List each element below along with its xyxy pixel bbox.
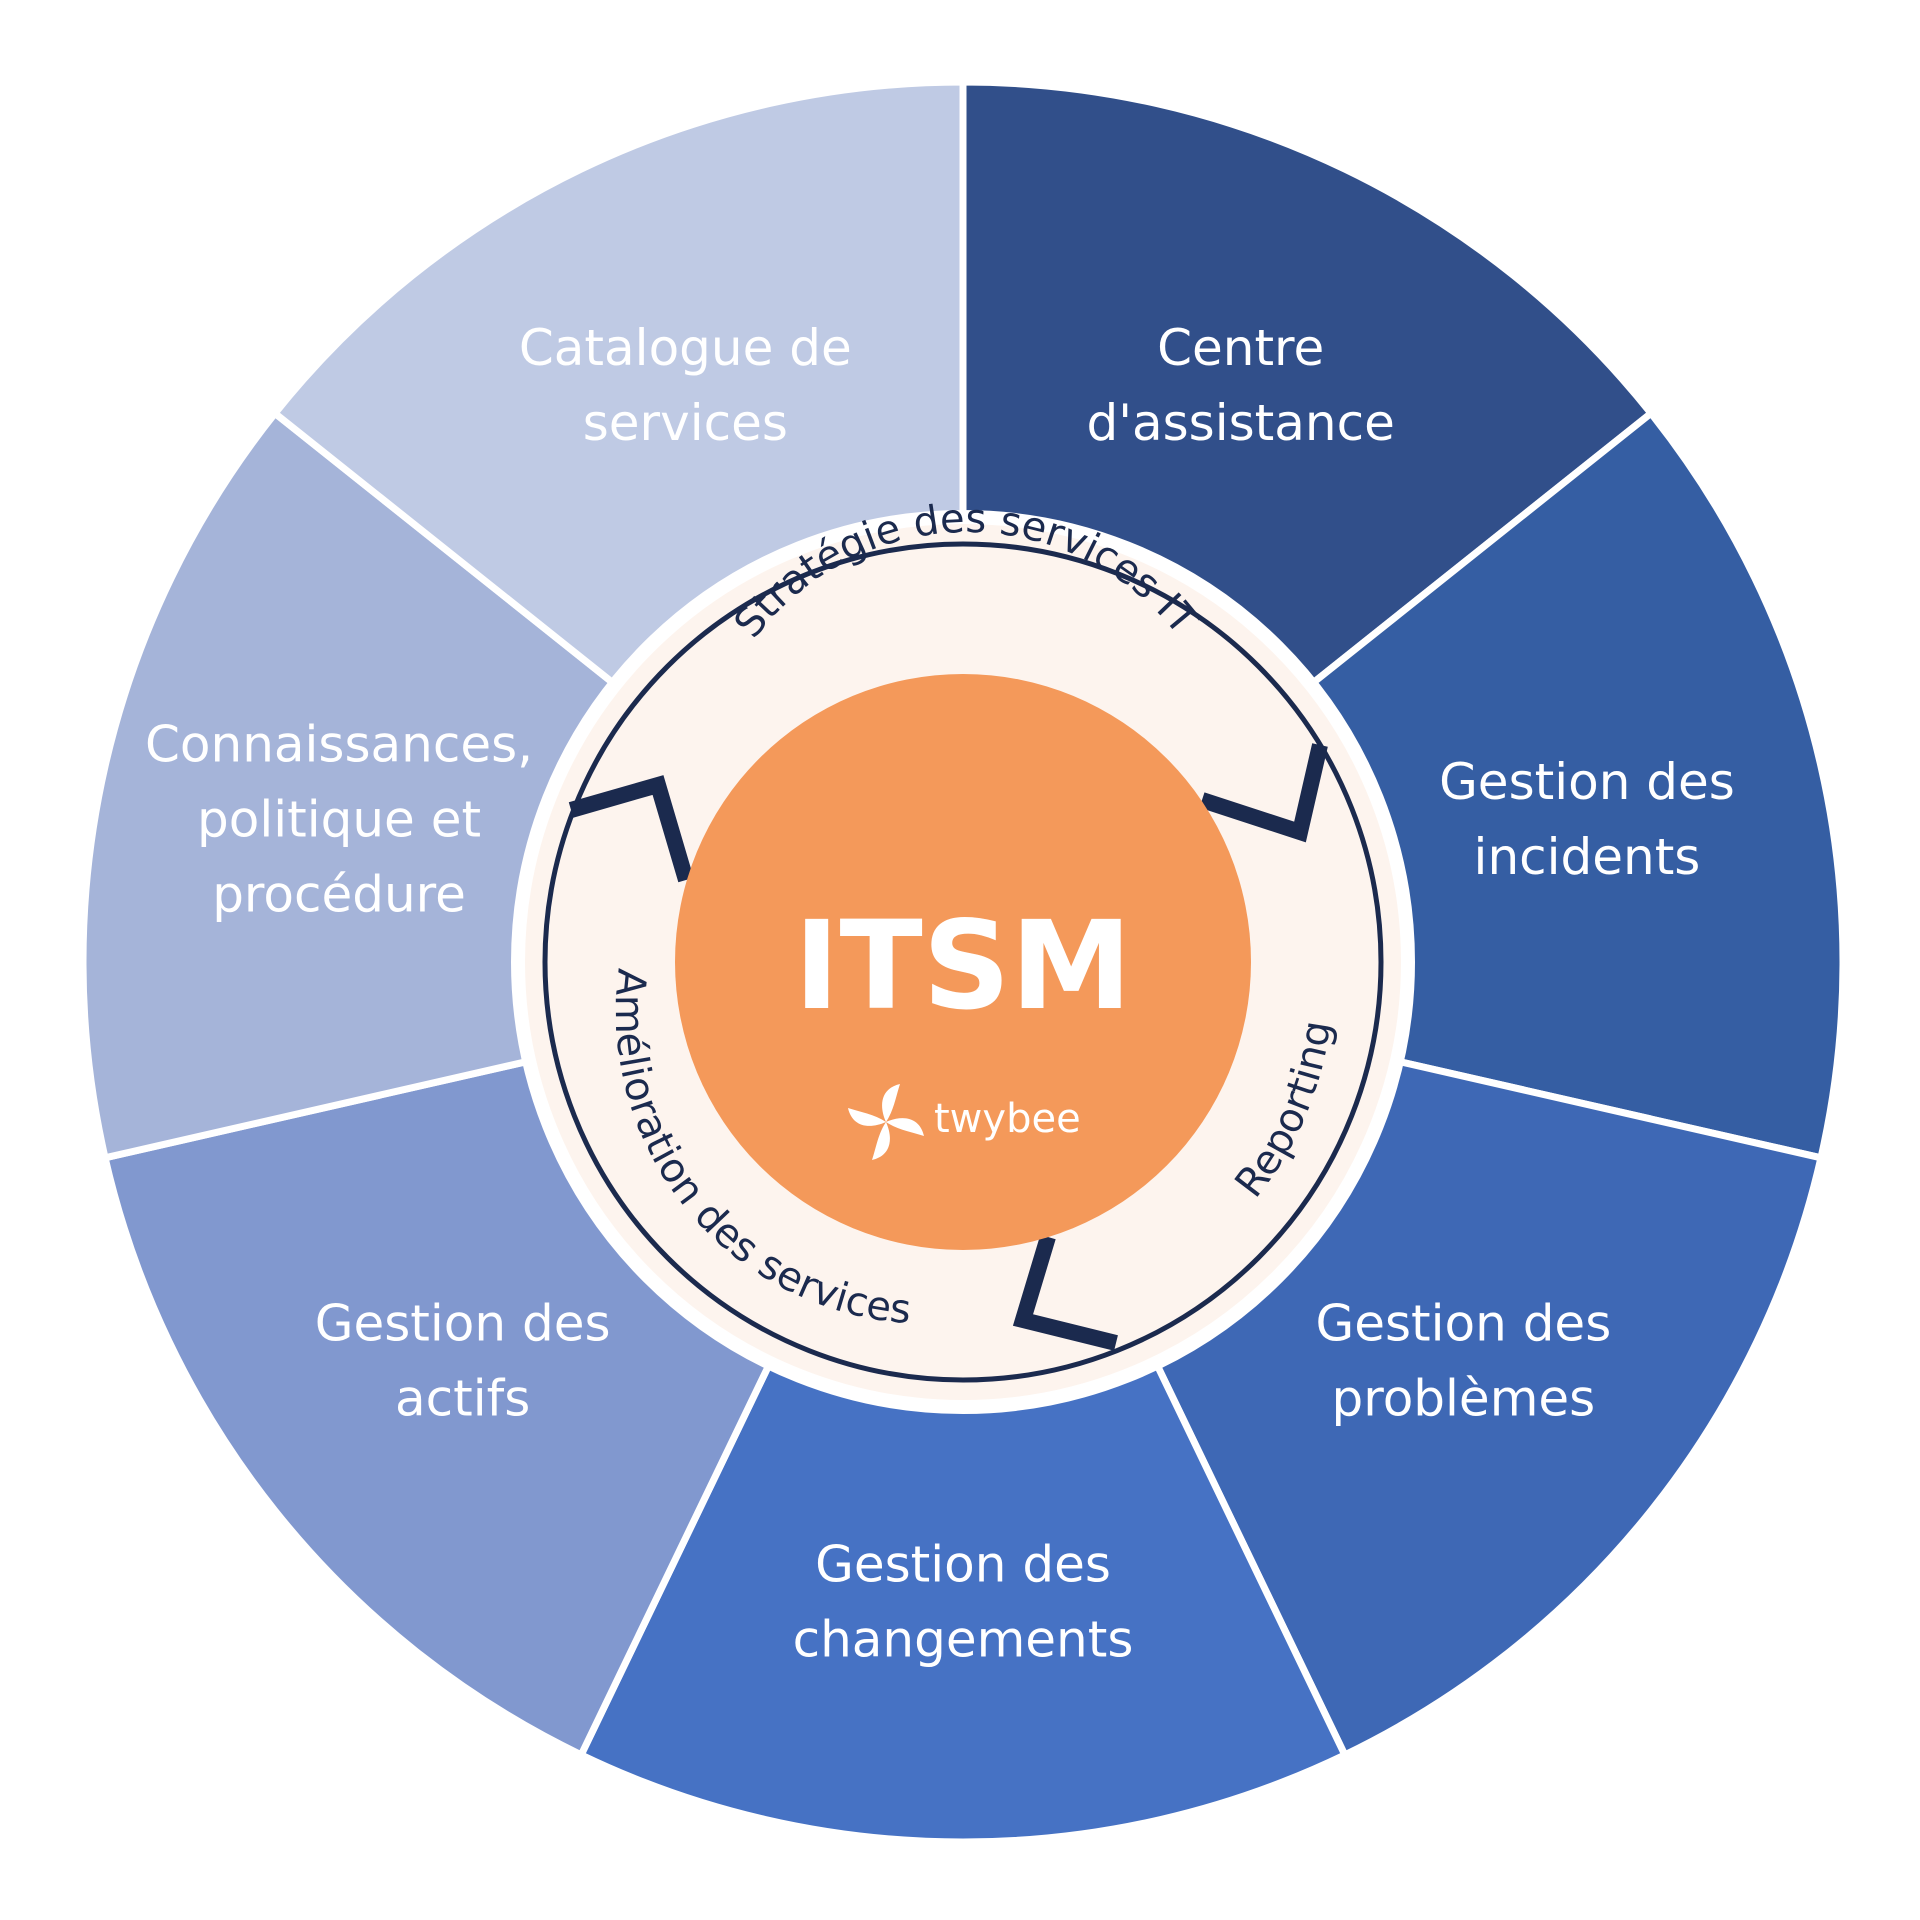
segment-assets-label-line: Gestion des — [315, 1295, 611, 1353]
segment-catalogue-label-line: services — [583, 394, 788, 452]
segment-knowledge-label-line: politique et — [197, 791, 481, 849]
cycle-arrow-right — [1199, 743, 1328, 843]
segment-changes-label-line: changements — [793, 1611, 1134, 1669]
segment-assets-label-line: actifs — [395, 1370, 530, 1428]
segment-helpdesk-label-line: Centre — [1157, 319, 1324, 377]
center-title: ITSM — [794, 895, 1132, 1037]
segment-problems-label-line: problèmes — [1332, 1370, 1596, 1428]
cycle-arrows — [568, 743, 1328, 1351]
segment-changes-label-line: Gestion des — [815, 1536, 1111, 1594]
center-circle — [675, 674, 1251, 1250]
cycle-arrow-bottom — [1012, 1234, 1118, 1351]
pinwheel-icon — [848, 1084, 924, 1160]
segment-knowledge-label-line: Connaissances, — [145, 716, 533, 774]
segment-helpdesk-label-line: d'assistance — [1087, 394, 1395, 452]
segment-catalogue-label-line: Catalogue de — [519, 319, 852, 377]
inner-ring-outline — [542, 541, 1384, 1383]
segment-problems-label-line: Gestion des — [1315, 1295, 1611, 1353]
segment-knowledge-label-line: procédure — [212, 866, 466, 924]
twybee-logo: twybee — [848, 1084, 1081, 1160]
segment-incidents-label-line: Gestion des — [1439, 753, 1735, 811]
cycle-arrow-left — [568, 775, 694, 883]
brand-name: twybee — [934, 1096, 1081, 1142]
segment-incidents-label-line: incidents — [1474, 828, 1701, 886]
